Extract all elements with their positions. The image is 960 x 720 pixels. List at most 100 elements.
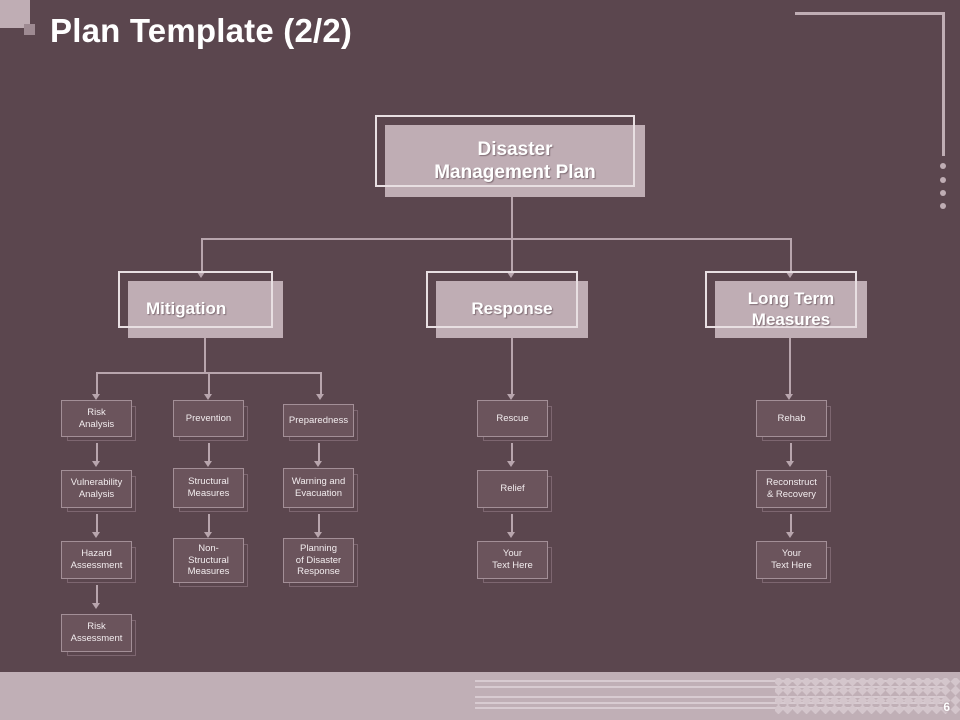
node-response[interactable]: Response bbox=[426, 271, 588, 338]
corner-small-square-decoration bbox=[24, 24, 35, 35]
footer-diamond bbox=[903, 685, 914, 696]
node-rescue[interactable]: Rescue bbox=[477, 400, 552, 441]
footer-diamond bbox=[810, 704, 821, 714]
node-label: Warning and Evacuation bbox=[292, 476, 346, 500]
node-warning-and-evacuation[interactable]: Warning and Evacuation bbox=[283, 468, 358, 512]
bracket-dot-2-icon bbox=[940, 177, 946, 183]
node-label-line2: Structural bbox=[188, 554, 229, 566]
connector-long-term-stem bbox=[789, 338, 791, 396]
node-planning-of-disaster-response[interactable]: Planning of Disaster Response bbox=[283, 538, 358, 587]
node-label-line3: Response bbox=[297, 566, 340, 578]
node-label-line2: Evacuation bbox=[294, 488, 342, 499]
node-label-line1: Your bbox=[502, 548, 523, 560]
node-label-line3: Measures bbox=[187, 566, 230, 578]
node-long-term-your-text-here[interactable]: Your Text Here bbox=[756, 541, 831, 583]
footer-diamond bbox=[782, 685, 793, 696]
footer-diamond bbox=[922, 685, 933, 696]
connector-c2-1 bbox=[208, 443, 210, 463]
node-label: Structural Measures bbox=[188, 476, 230, 500]
node-preparedness[interactable]: Preparedness bbox=[283, 404, 358, 441]
node-vulnerability-analysis[interactable]: Vulnerability Analysis bbox=[61, 470, 136, 512]
node-label-line2: Assessment bbox=[70, 633, 123, 644]
node-structural-measures[interactable]: Structural Measures bbox=[173, 468, 248, 512]
connector-c5-2 bbox=[790, 514, 792, 534]
arrowhead-c4-2-icon bbox=[507, 532, 515, 538]
corner-square-decoration bbox=[0, 0, 30, 28]
bracket-vertical-decoration bbox=[942, 12, 945, 156]
footer-diamond bbox=[829, 685, 840, 696]
node-label-line2: Analysis bbox=[78, 418, 115, 430]
bracket-dot-3-icon bbox=[940, 190, 946, 196]
node-label-line1: Response bbox=[471, 299, 553, 319]
node-label: Reconstruct & Recovery bbox=[766, 477, 817, 501]
node-reconstruct-and-recovery[interactable]: Reconstruct & Recovery bbox=[756, 470, 831, 512]
connector-c1-2 bbox=[96, 514, 98, 534]
footer-line bbox=[475, 696, 945, 698]
node-label-line1: Risk bbox=[87, 621, 106, 633]
arrowhead-c2-2-icon bbox=[204, 532, 212, 538]
node-rehab[interactable]: Rehab bbox=[756, 400, 831, 441]
node-mitigation[interactable]: Mitigation bbox=[118, 271, 283, 338]
node-label-line1: Hazard bbox=[81, 548, 112, 560]
node-label: Risk Analysis bbox=[79, 407, 114, 431]
node-disaster-management-plan[interactable]: Disaster Management Plan bbox=[375, 115, 645, 197]
footer-dot-pattern-decoration bbox=[775, 678, 960, 714]
footer-diamond bbox=[903, 695, 914, 706]
node-risk-analysis[interactable]: Risk Analysis bbox=[61, 400, 136, 441]
node-relief[interactable]: Relief bbox=[477, 470, 552, 512]
node-label: Relief bbox=[500, 483, 524, 495]
footer-diamond bbox=[875, 685, 886, 696]
arrowhead-c3-1-icon bbox=[314, 461, 322, 467]
bracket-dot-1-icon bbox=[940, 163, 946, 169]
connector-mitigation-col2 bbox=[208, 372, 210, 396]
node-label: Non- Structural Measures bbox=[188, 543, 230, 579]
node-label: Vulnerability Analysis bbox=[71, 477, 122, 501]
connector-to-response bbox=[511, 238, 513, 274]
node-risk-assessment[interactable]: Risk Assessment bbox=[61, 614, 136, 656]
footer-diamond bbox=[801, 685, 812, 696]
footer-line bbox=[475, 702, 945, 704]
arrowhead-c5-2-icon bbox=[786, 532, 794, 538]
node-non-structural-measures[interactable]: Non- Structural Measures bbox=[173, 538, 248, 587]
connector-response-stem bbox=[511, 338, 513, 396]
node-label-line1: Prevention bbox=[185, 412, 232, 424]
node-label: Mitigation bbox=[128, 281, 283, 338]
arrowhead-response-icon bbox=[507, 272, 515, 278]
footer-diamond bbox=[810, 685, 821, 696]
connector-to-long-term bbox=[790, 238, 792, 274]
connector-c3-1 bbox=[318, 443, 320, 463]
node-prevention[interactable]: Prevention bbox=[173, 400, 248, 441]
node-label-line2: Management Plan bbox=[434, 162, 596, 183]
footer-diamond bbox=[875, 704, 886, 714]
arrowhead-long-term-icon bbox=[786, 272, 794, 278]
connector-c2-2 bbox=[208, 514, 210, 534]
bracket-dot-4-icon bbox=[940, 203, 946, 209]
arrowhead-c5-1-icon bbox=[786, 461, 794, 467]
footer-diamond bbox=[950, 704, 960, 714]
arrowhead-col2-icon bbox=[204, 394, 212, 400]
footer-diamond bbox=[894, 685, 905, 696]
connector-mitigation-col1 bbox=[96, 372, 98, 396]
node-long-term-measures[interactable]: Long Term Measures bbox=[705, 271, 867, 338]
node-label-line1: Non- bbox=[198, 542, 219, 554]
node-label-line1: Preparedness bbox=[288, 414, 349, 426]
arrowhead-col3-icon bbox=[316, 394, 324, 400]
node-response-your-text-here[interactable]: Your Text Here bbox=[477, 541, 552, 583]
connector-c5-1 bbox=[790, 443, 792, 463]
node-label-line1: Warning and bbox=[291, 476, 346, 488]
node-label: Long Term Measures bbox=[715, 281, 867, 338]
footer-diamond bbox=[940, 685, 951, 696]
node-label-line2: Measures bbox=[187, 488, 230, 499]
node-label-line1: Your bbox=[781, 548, 802, 560]
arrowhead-c2-1-icon bbox=[204, 461, 212, 467]
node-label: Prevention bbox=[186, 413, 231, 425]
node-label-line2: Text Here bbox=[771, 560, 812, 571]
node-label-line1: Rehab bbox=[777, 412, 806, 424]
node-label: Rehab bbox=[778, 413, 806, 425]
node-label: Disaster Management Plan bbox=[385, 125, 645, 197]
footer-diamond bbox=[847, 685, 858, 696]
footer-diamond bbox=[810, 695, 821, 706]
node-hazard-assessment[interactable]: Hazard Assessment bbox=[61, 541, 136, 583]
node-label: Response bbox=[436, 281, 588, 338]
